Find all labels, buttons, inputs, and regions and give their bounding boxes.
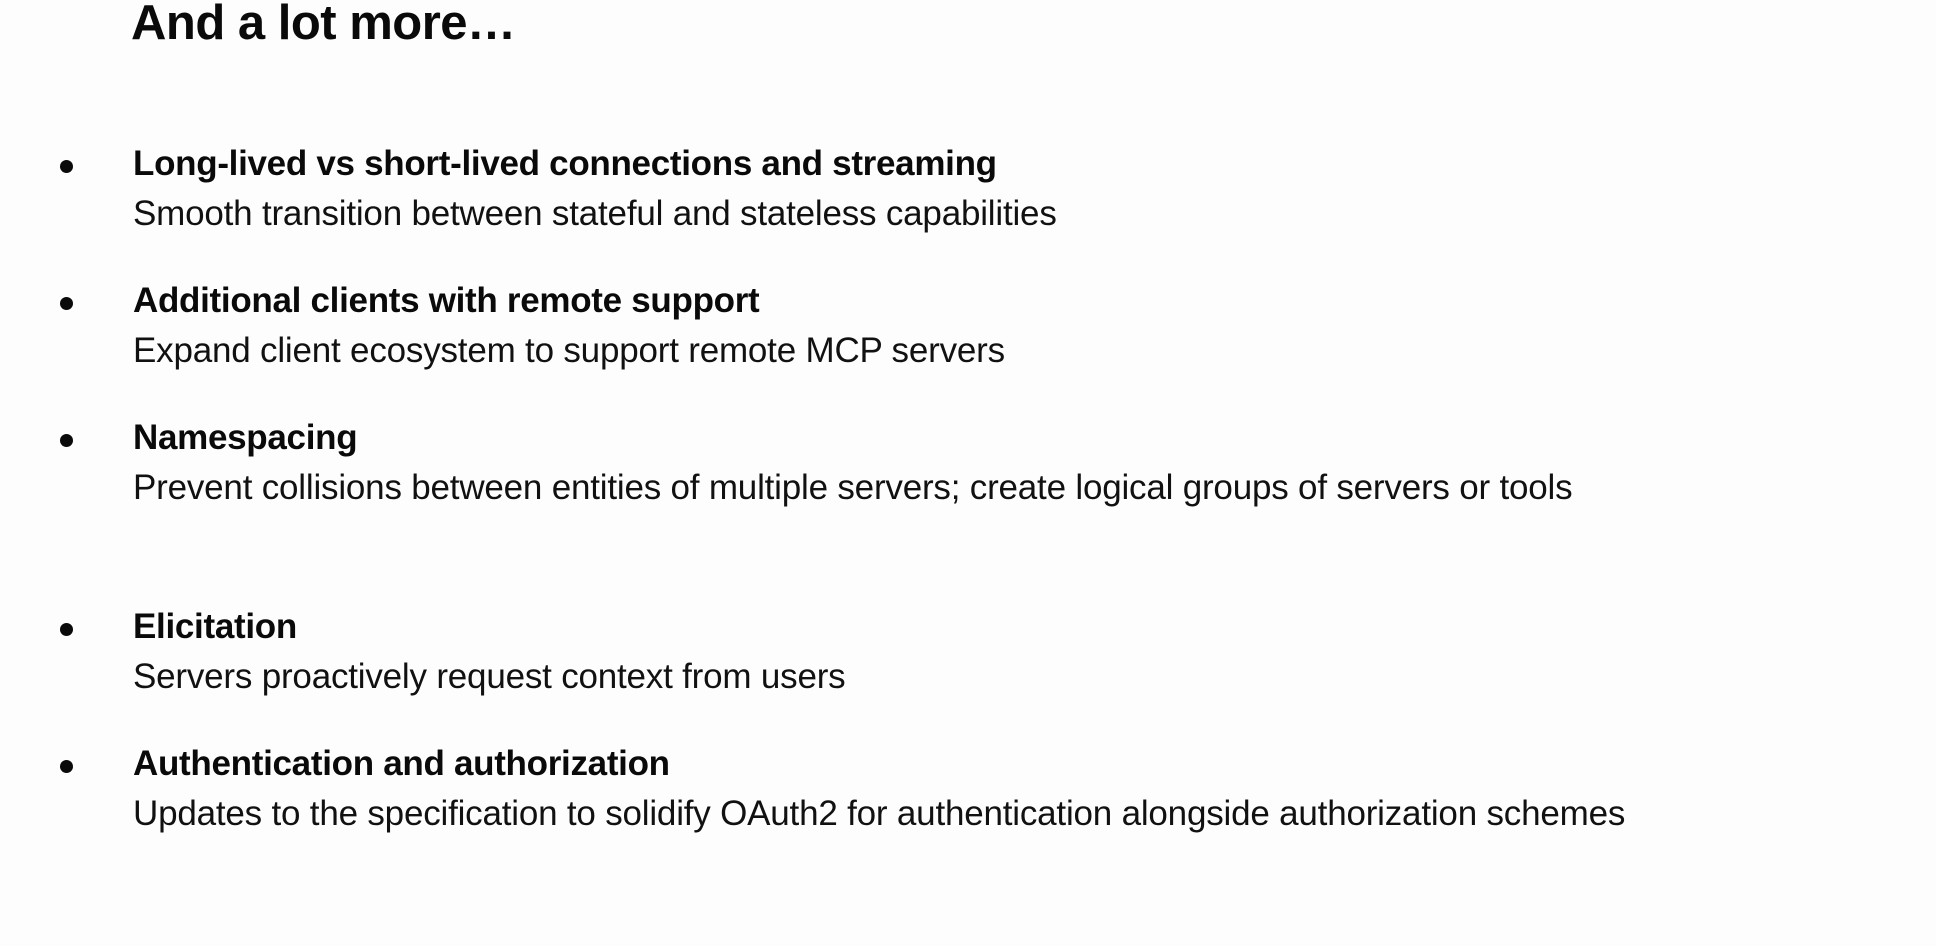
feature-description: Servers proactively request context from… — [133, 657, 846, 696]
feature-description: Prevent collisions between entities of m… — [133, 468, 1573, 507]
feature-heading: Elicitation — [133, 607, 297, 646]
feature-heading: Long-lived vs short-lived connections an… — [133, 144, 997, 183]
feature-description: Smooth transition between stateful and s… — [133, 194, 1057, 233]
feature-description: Updates to the specification to solidify… — [133, 794, 1626, 833]
bullet-icon — [60, 297, 73, 310]
feature-heading: Authentication and authorization — [133, 744, 670, 783]
feature-description: Expand client ecosystem to support remot… — [133, 331, 1005, 370]
slide-title: And a lot more… — [131, 0, 516, 50]
feature-heading: Namespacing — [133, 418, 358, 457]
bullet-icon — [60, 160, 73, 173]
bullet-icon — [60, 623, 73, 636]
feature-heading: Additional clients with remote support — [133, 281, 760, 320]
bullet-icon — [60, 434, 73, 447]
bullet-icon — [60, 760, 73, 773]
